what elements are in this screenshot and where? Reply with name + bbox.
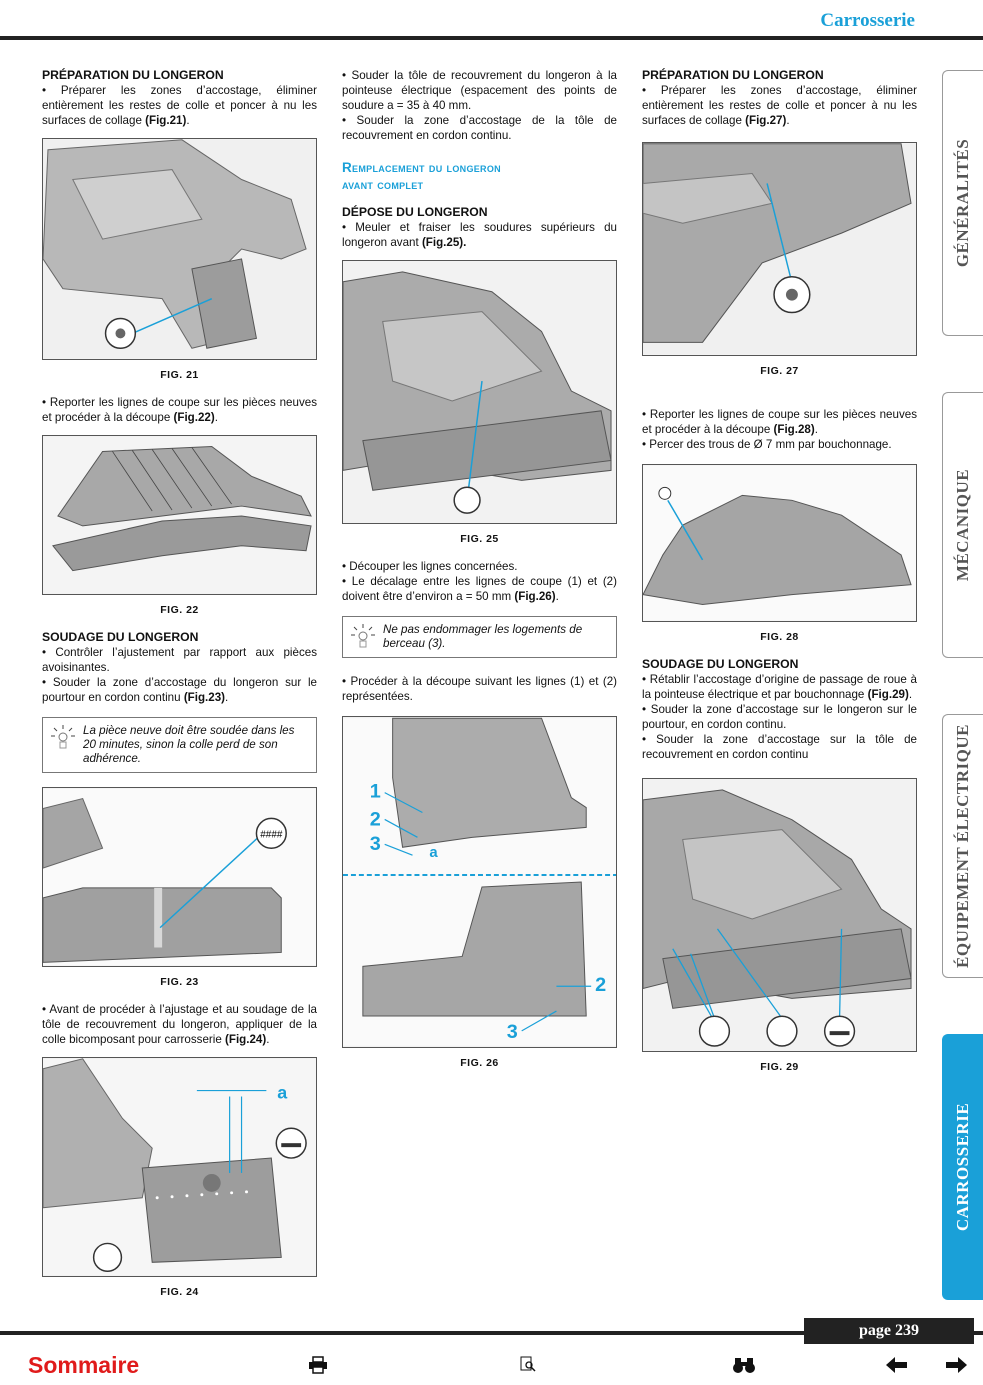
figure-26: 1 2 3 2 3 a — [342, 716, 617, 1048]
caption-fig28: FIG. 28 — [760, 631, 799, 643]
header-rule — [0, 36, 983, 40]
page-number: page 239 — [804, 1318, 974, 1344]
figure-29 — [642, 778, 917, 1052]
fig24-label-a: a — [277, 1083, 288, 1103]
paragraph: • Rétablir l’accostage d’origine de pass… — [642, 673, 917, 701]
paragraph: • Souder la zone d’accostage sur le long… — [642, 703, 917, 731]
tab-generalites[interactable]: GÉNÉRALITÉS — [942, 70, 983, 336]
paragraph: • Préparer les zones d’accostage, élimin… — [642, 84, 917, 127]
tab-carrosserie[interactable]: CARROSSERIE — [942, 1034, 983, 1300]
paragraph: • Souder la zone d’accostage sur la tôle… — [642, 733, 917, 761]
figure-21 — [42, 138, 317, 360]
heading-depose: DÉPOSE DU LONGERON — [342, 205, 488, 219]
figure-23: #### — [42, 787, 317, 967]
svg-text:1: 1 — [370, 781, 381, 803]
column-1: PRÉPARATION DU LONGERON • Préparer les z… — [42, 68, 317, 1312]
tab-equipement-electrique[interactable]: ÉQUIPEMENT ÉLECTRIQUE — [942, 714, 983, 978]
svg-text:2: 2 — [370, 808, 381, 830]
footer-rule — [0, 1331, 983, 1335]
svg-text:3: 3 — [507, 1021, 518, 1043]
tab-mecanique[interactable]: MÉCANIQUE — [942, 392, 983, 658]
figure-27 — [642, 142, 917, 356]
paragraph: • Procéder à la découpe suivant les lign… — [342, 675, 617, 703]
figure-22 — [42, 435, 317, 595]
lightbulb-icon — [351, 624, 375, 648]
paragraph: • Contrôler l’ajustement par rapport aux… — [42, 646, 317, 674]
caption-fig23: FIG. 23 — [160, 976, 199, 988]
paragraph: • Meuler et fraiser les soudures supérie… — [342, 221, 617, 249]
paragraph: • Reporter les lignes de coupe sur les p… — [42, 396, 317, 424]
svg-text:a: a — [429, 845, 438, 861]
caption-fig24: FIG. 24 — [160, 1286, 199, 1298]
paragraph: • Découper les lignes concernées. — [342, 560, 518, 573]
paragraph: • Avant de procéder à l’ajustage et au s… — [42, 1003, 317, 1046]
svg-text:####: #### — [260, 829, 283, 840]
sommaire-link[interactable]: Sommaire — [28, 1352, 140, 1378]
paragraph: • Reporter les lignes de coupe sur les p… — [642, 408, 917, 436]
binoculars-icon[interactable] — [732, 1356, 756, 1374]
note-box: La pièce neuve doit être soudée dans les… — [42, 717, 317, 773]
heading-soudage: SOUDAGE DU LONGERON — [642, 657, 799, 671]
figure-24: a — [42, 1057, 317, 1277]
figure-28 — [642, 464, 917, 622]
paragraph: • Souder la tôle de recouvrement du long… — [342, 69, 617, 112]
zoom-icon[interactable] — [520, 1356, 536, 1372]
heading-soudage: SOUDAGE DU LONGERON — [42, 630, 199, 644]
caption-fig22: FIG. 22 — [160, 604, 199, 616]
figure-25 — [342, 260, 617, 524]
caption-fig21: FIG. 21 — [160, 369, 199, 381]
paragraph: • Préparer les zones d’accostage, élimin… — [42, 84, 317, 127]
column-2: • Souder la tôle de recouvrement du long… — [342, 68, 617, 1083]
heading-preparation: PRÉPARATION DU LONGERON — [642, 68, 824, 82]
arrow-right-icon[interactable] — [945, 1356, 967, 1374]
printer-icon[interactable] — [308, 1356, 328, 1374]
caption-fig27: FIG. 27 — [760, 365, 799, 377]
section-title: Carrosserie — [820, 10, 915, 31]
paragraph: • Percer des trous de Ø 7 mm par bouchon… — [642, 438, 892, 451]
svg-text:3: 3 — [370, 833, 381, 855]
paragraph: • Le décalage entre les lignes de coupe … — [342, 575, 617, 603]
paragraph: • Souder la zone d’accostage de la tôle … — [342, 114, 617, 142]
svg-text:2: 2 — [595, 974, 606, 996]
heading-preparation: PRÉPARATION DU LONGERON — [42, 68, 224, 82]
arrow-left-icon[interactable] — [886, 1356, 908, 1374]
column-3: PRÉPARATION DU LONGERON • Préparer les z… — [642, 68, 917, 1087]
paragraph: • Souder la zone d’accostage du longeron… — [42, 676, 317, 704]
caption-fig29: FIG. 29 — [760, 1061, 799, 1073]
note-box: Ne pas endommager les logements de berce… — [342, 616, 617, 658]
caption-fig26: FIG. 26 — [460, 1057, 499, 1069]
lightbulb-icon — [51, 725, 75, 749]
caption-fig25: FIG. 25 — [460, 533, 499, 545]
